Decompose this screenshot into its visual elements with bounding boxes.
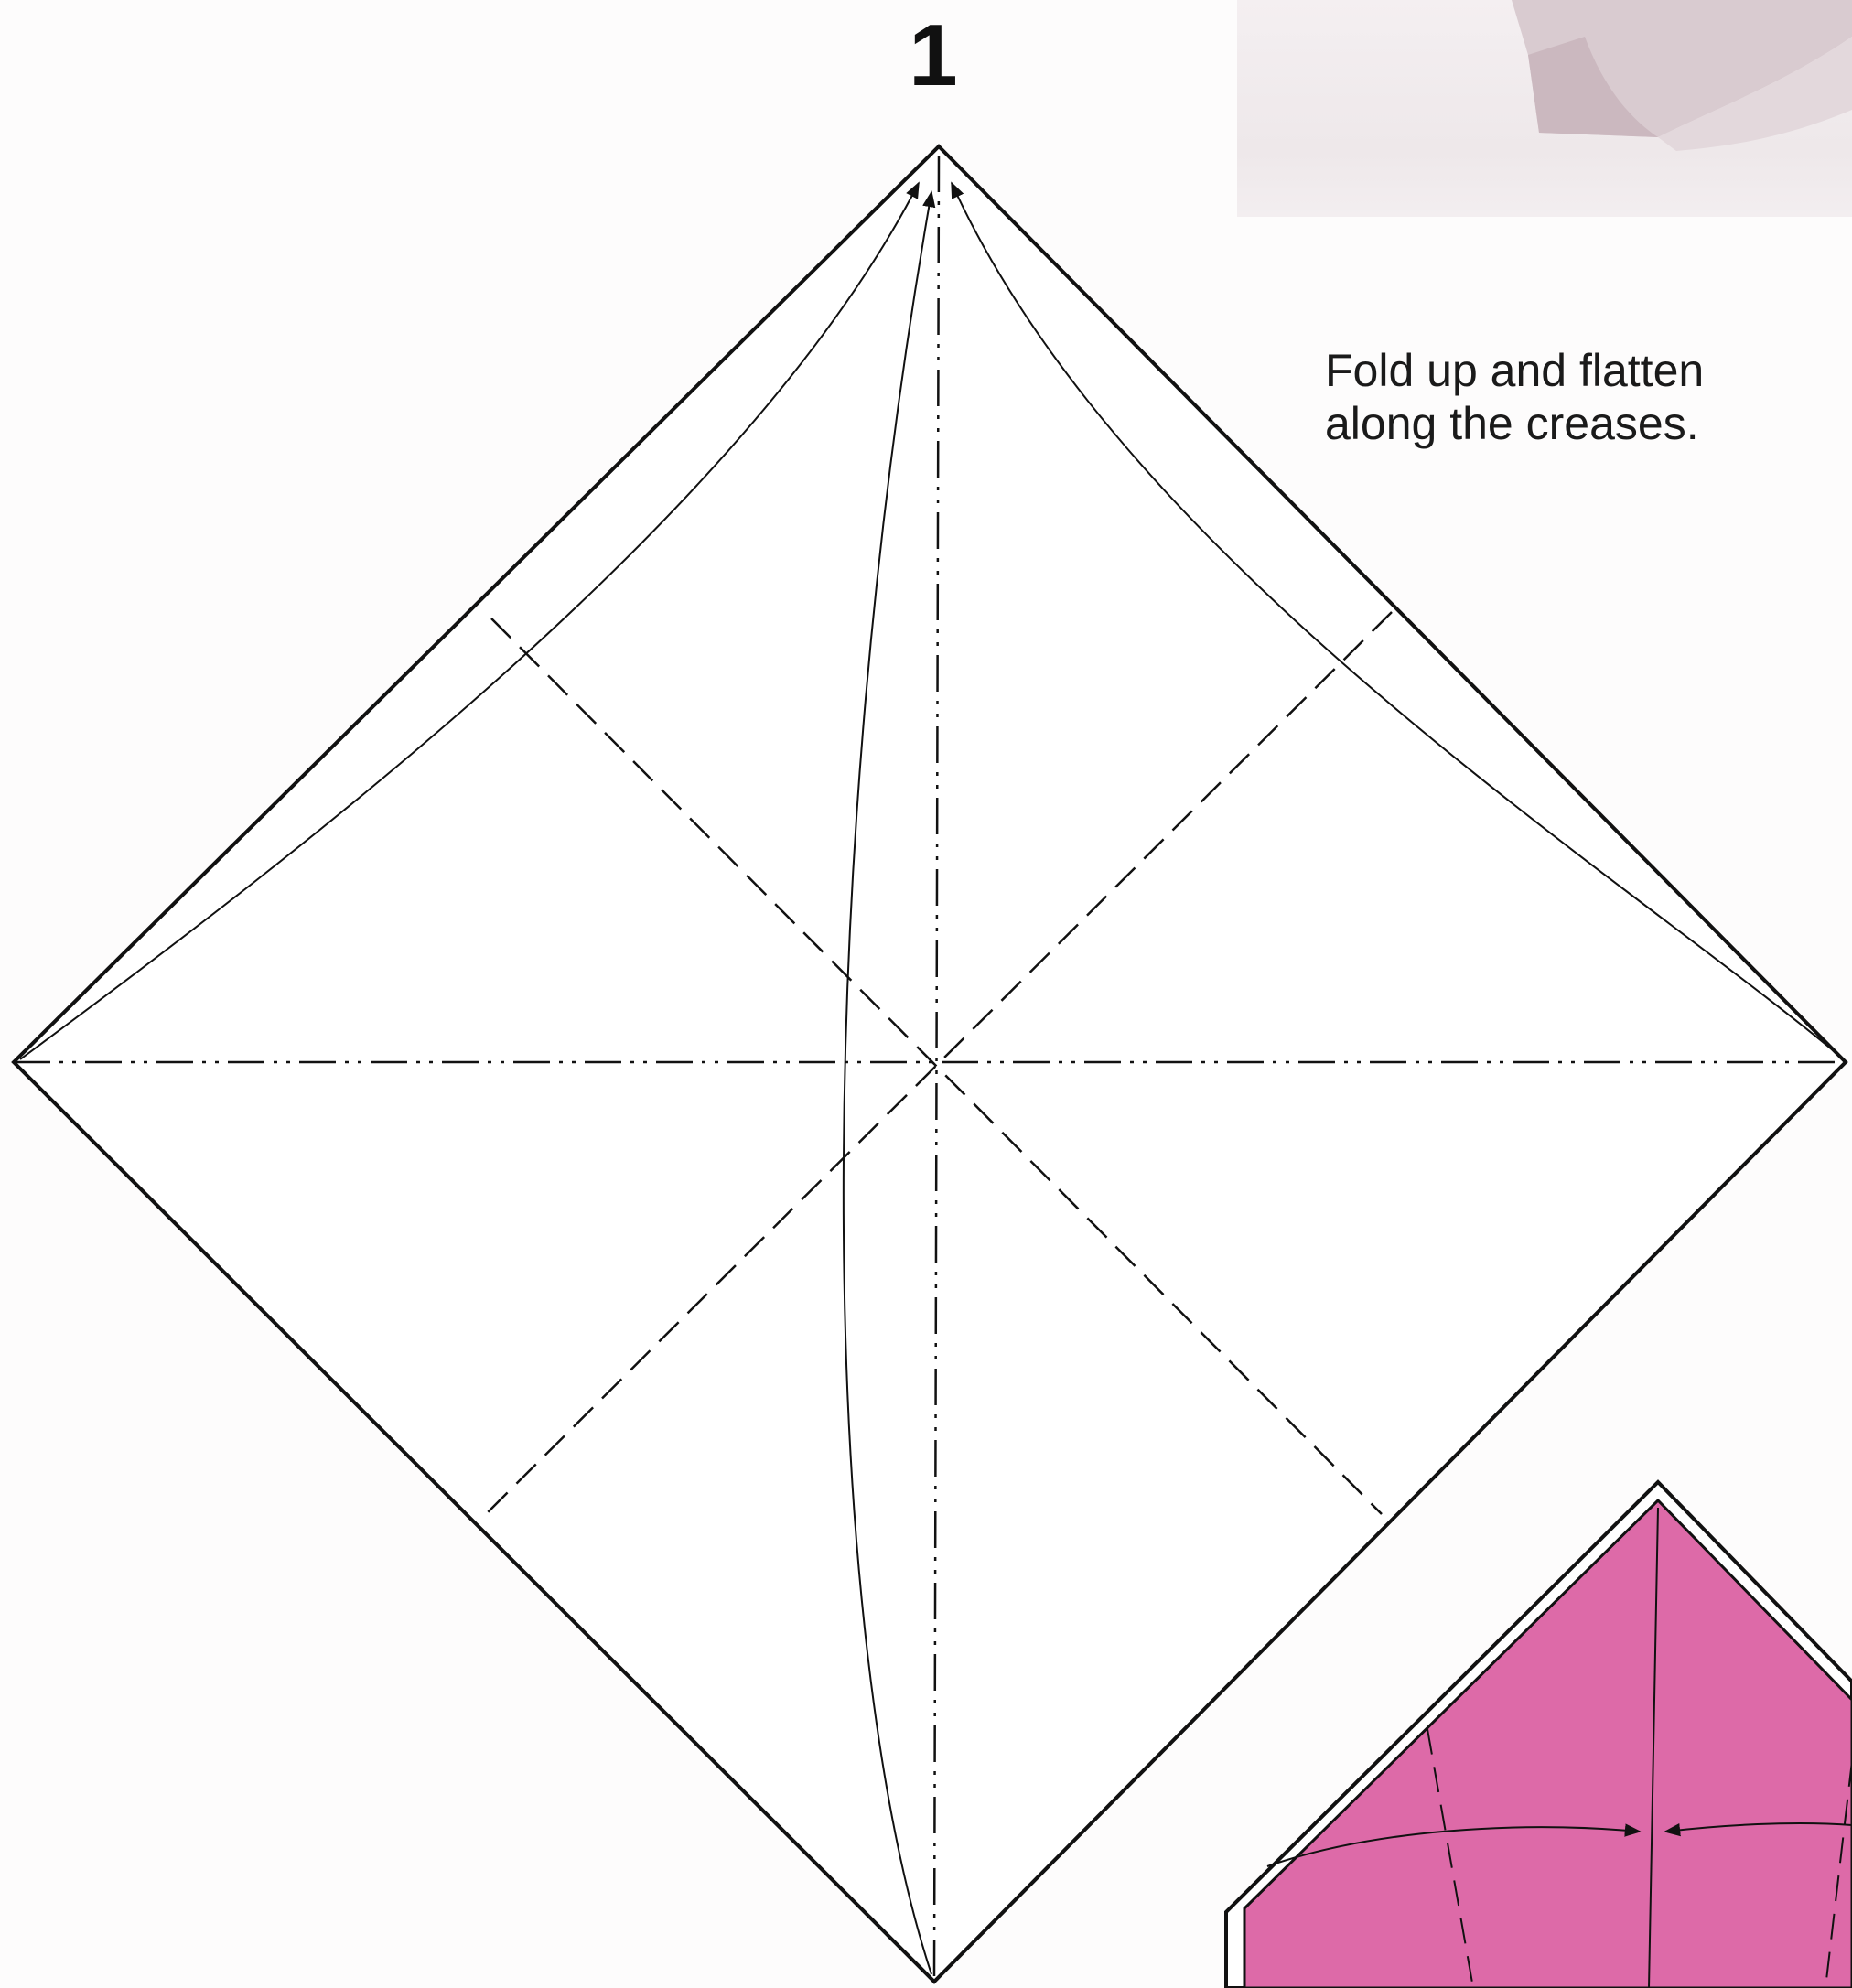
folding-diagram [0,0,1852,1988]
instruction-page: 1 Fold up and flatten along the creases. [0,0,1852,1988]
